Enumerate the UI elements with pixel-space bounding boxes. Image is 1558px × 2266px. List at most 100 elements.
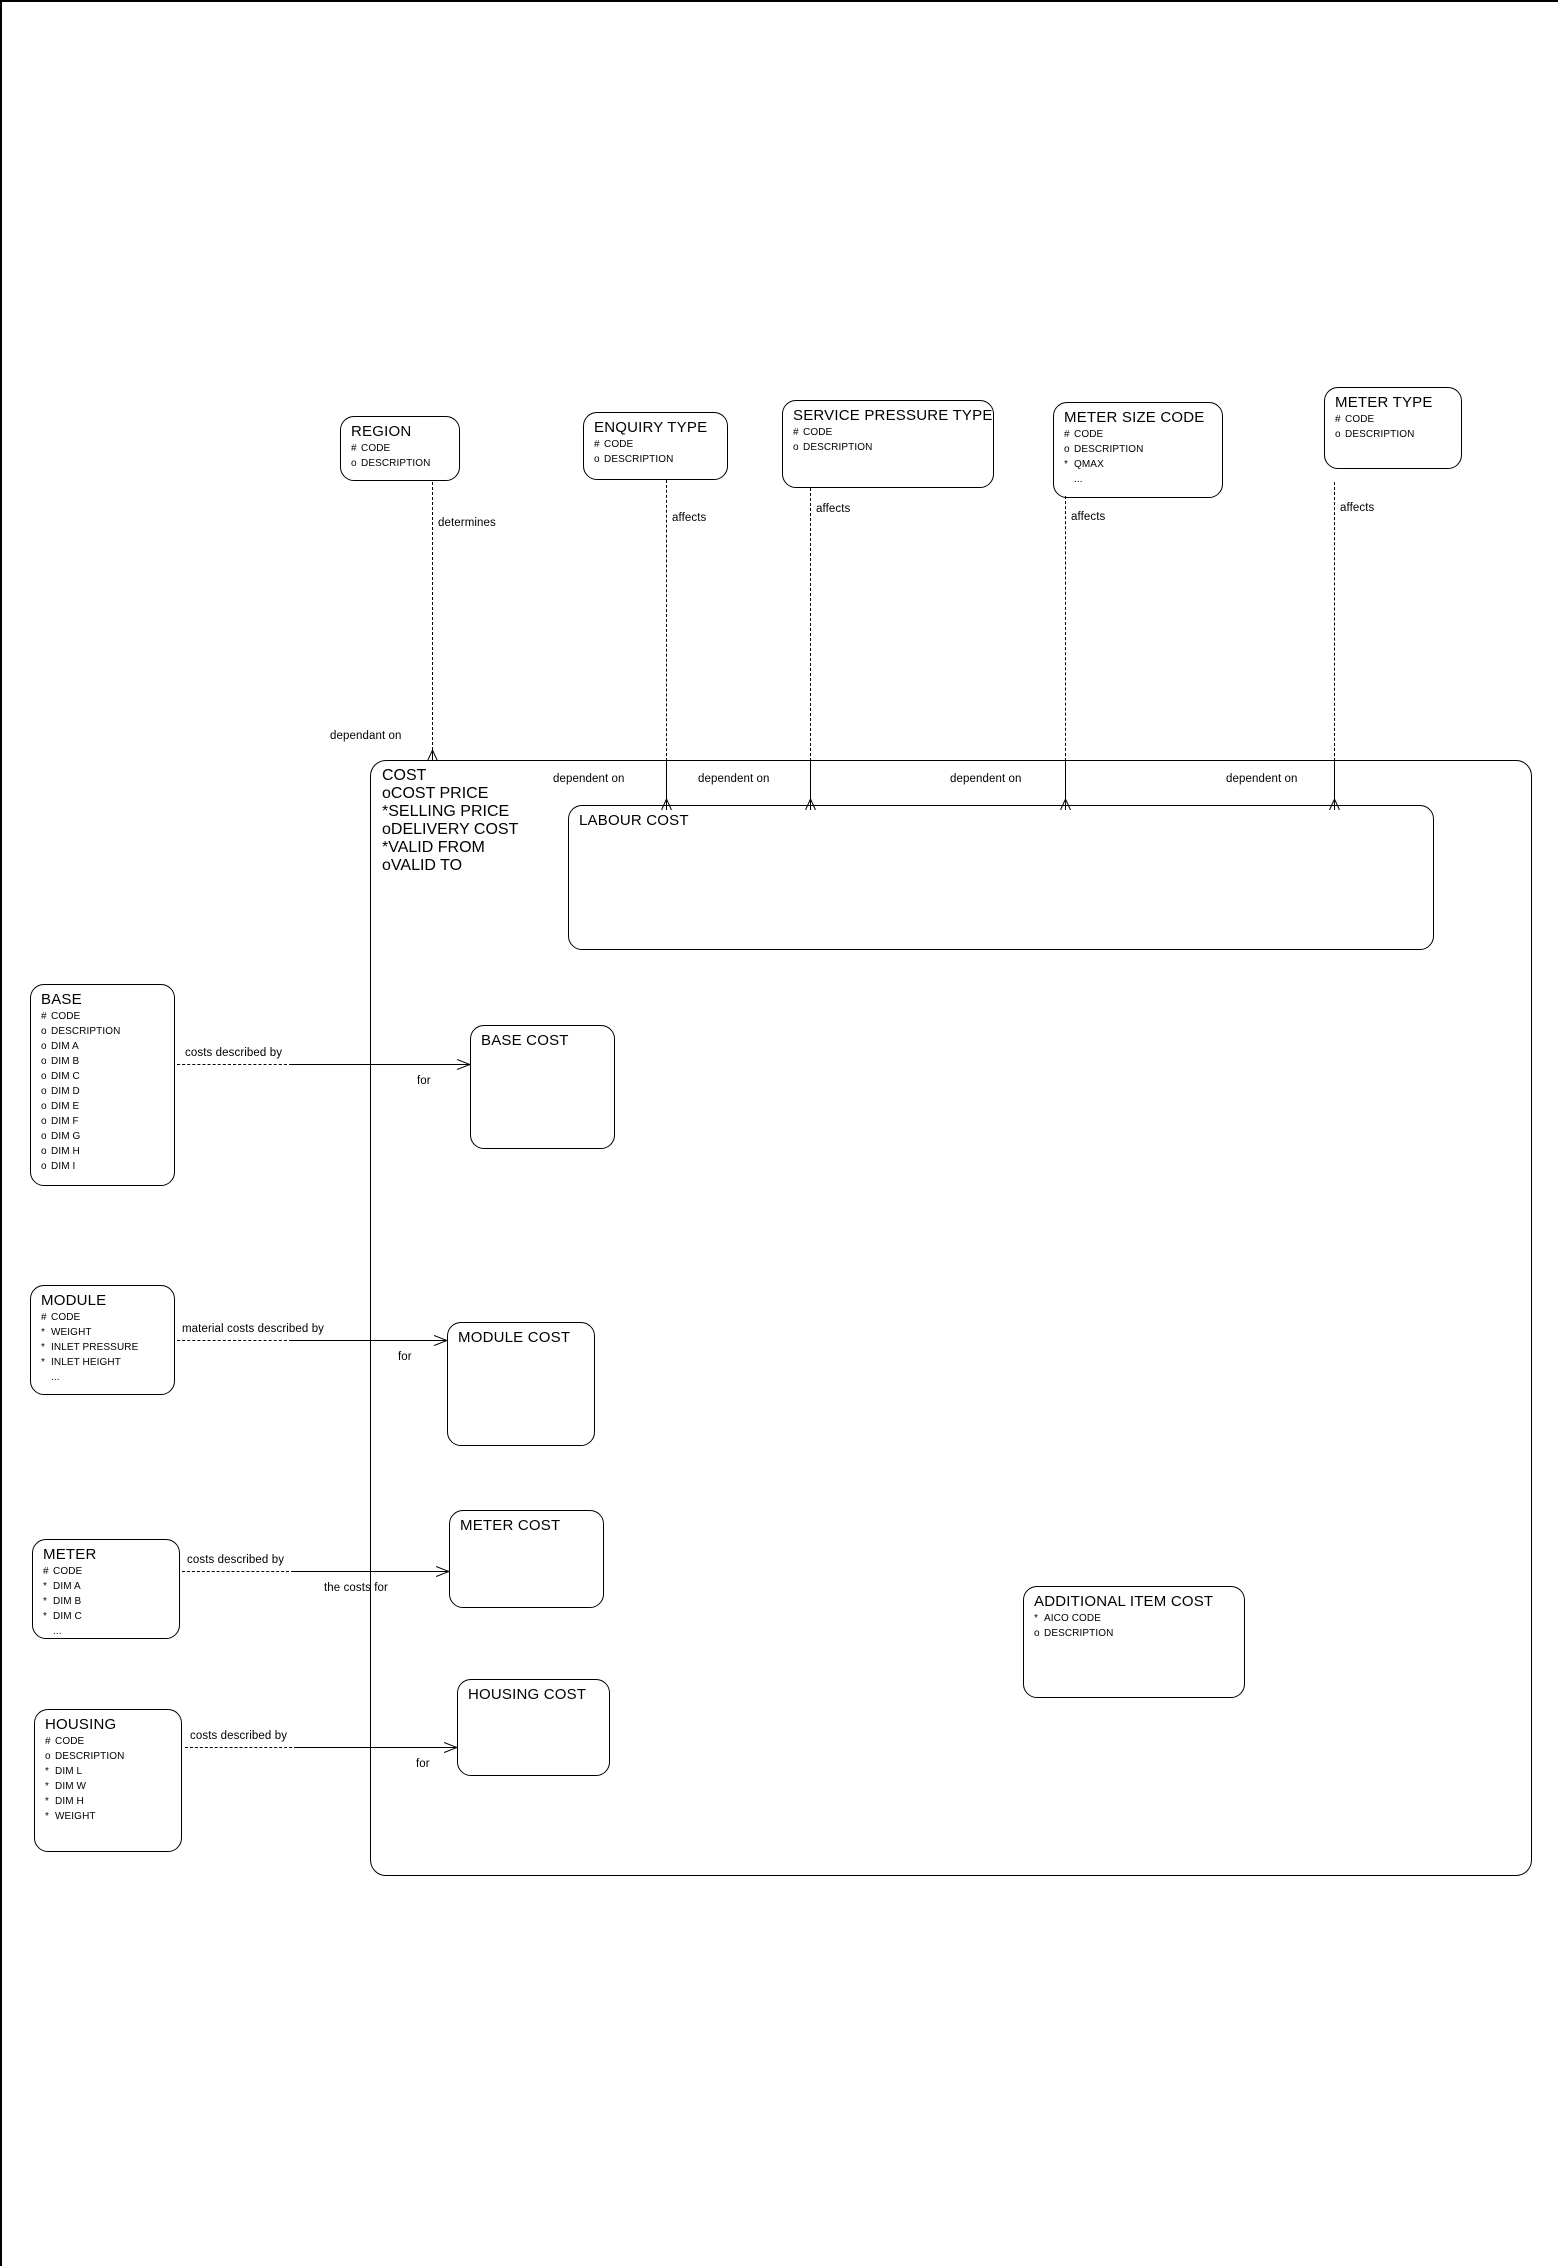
attribute-row: o DIM C	[41, 1069, 164, 1084]
attribute-row: ...	[1064, 472, 1212, 487]
attribute-mark: *	[41, 1327, 45, 1338]
connector-msc-labour-lower	[1065, 761, 1066, 806]
attribute-label: DIM W	[55, 1781, 87, 1792]
rel-label-affects-enquiry: affects	[672, 512, 707, 524]
attribute-mark: o	[41, 1071, 47, 1082]
rel-label-base-for: for	[417, 1075, 431, 1087]
attribute-label: DIM C	[51, 1071, 80, 1082]
entity-cost-container[interactable]	[370, 760, 1532, 1876]
attribute-mark: #	[41, 1312, 47, 1323]
crowsfoot-msc-labour	[1060, 799, 1071, 810]
attribute-mark: o	[41, 1101, 47, 1112]
attribute-row: # CODE	[351, 441, 449, 456]
entity-title: HOUSING COST	[468, 1686, 587, 1703]
attribute-label: CODE	[51, 1312, 81, 1323]
attribute-mark: o	[41, 1131, 47, 1142]
rel-label-affects-msc: affects	[1071, 511, 1106, 523]
attribute-label: DELIVERY COST	[390, 821, 519, 838]
entity-meter[interactable]: METER #CODE *DIM A *DIM B *DIM C ...	[32, 1539, 180, 1639]
attribute-row: *DIM A	[43, 1579, 169, 1594]
entity-base-cost[interactable]: BASE COST	[470, 1025, 615, 1149]
crowsfoot-housing-cost	[444, 1742, 457, 1753]
attribute-label: DIM E	[51, 1101, 80, 1112]
attribute-label: WEIGHT	[51, 1327, 92, 1338]
rel-label-dependent-on-msc: dependent on	[950, 773, 1022, 785]
attribute-label: INLET HEIGHT	[51, 1357, 121, 1368]
connector-base-cost-solid	[292, 1064, 470, 1065]
entity-title: MODULE COST	[458, 1329, 571, 1346]
attribute-row: *SELLING PRICE	[382, 803, 552, 821]
attribute-row: oCOST PRICE	[382, 785, 552, 803]
attribute-row: #CODE	[594, 437, 717, 452]
attribute-mark: o	[41, 1116, 47, 1127]
attribute-mark: o	[594, 454, 600, 465]
attribute-mark: *	[41, 1357, 45, 1368]
attribute-mark: #	[351, 443, 357, 454]
attribute-mark: o	[41, 1026, 47, 1037]
attribute-row: *DIM B	[43, 1594, 169, 1609]
attribute-mark: o	[1034, 1628, 1040, 1639]
attribute-label: DESCRIPTION	[1074, 444, 1144, 455]
attribute-label: DIM F	[51, 1116, 79, 1127]
attribute-mark: *	[1064, 459, 1068, 470]
rel-label-module-material-costs-described-by: material costs described by	[182, 1323, 325, 1335]
attribute-mark: *	[41, 1342, 45, 1353]
attribute-mark: #	[43, 1566, 49, 1577]
attribute-label: DIM H	[55, 1796, 84, 1807]
attribute-label: CODE	[51, 1011, 81, 1022]
attribute-row: #CODE	[1064, 427, 1212, 442]
attribute-mark: o	[382, 785, 391, 802]
attribute-label: DIM A	[51, 1041, 79, 1052]
attribute-mark: *	[45, 1766, 49, 1777]
connector-meter-cost-dashed	[182, 1571, 294, 1572]
attribute-mark: o	[41, 1041, 47, 1052]
attribute-row: *DIM L	[45, 1764, 171, 1779]
attribute-mark: o	[351, 458, 357, 469]
entity-module-cost[interactable]: MODULE COST	[447, 1322, 595, 1446]
entity-module[interactable]: MODULE #CODE *WEIGHT *INLET PRESSURE *IN…	[30, 1285, 175, 1395]
entity-labour-cost[interactable]: LABOUR COST	[568, 805, 1434, 950]
attribute-mark: *	[43, 1581, 47, 1592]
rel-label-dependent-on-spt: dependent on	[698, 773, 770, 785]
attribute-label: ...	[51, 1372, 60, 1383]
attribute-row: o DIM A	[41, 1039, 164, 1054]
attribute-mark: o	[382, 821, 391, 838]
entity-cost-labelblock: COST oCOST PRICE *SELLING PRICE oDELIVER…	[382, 767, 552, 875]
crowsfoot-meter-cost	[436, 1566, 449, 1577]
entity-housing-cost[interactable]: HOUSING COST	[457, 1679, 610, 1776]
attribute-row: #CODE	[1335, 412, 1451, 427]
attribute-row: *DIM W	[45, 1779, 171, 1794]
entity-meter-cost[interactable]: METER COST	[449, 1510, 604, 1608]
attribute-label: DIM C	[53, 1611, 82, 1622]
attribute-label: ...	[1074, 474, 1083, 485]
entity-title: METER TYPE	[1335, 394, 1433, 411]
attribute-label: CODE	[361, 443, 391, 454]
attribute-label: ...	[53, 1626, 62, 1637]
rel-label-base-costs-described-by: costs described by	[185, 1047, 283, 1059]
attribute-row: *INLET PRESSURE	[41, 1340, 164, 1355]
connector-meter-cost-solid	[294, 1571, 449, 1572]
entity-title: REGION	[351, 423, 412, 440]
rel-label-affects-metertype: affects	[1340, 502, 1375, 514]
attribute-label: CODE	[803, 427, 833, 438]
attribute-mark: o	[41, 1146, 47, 1157]
rel-label-dependent-on-metertype: dependent on	[1226, 773, 1298, 785]
connector-enquiry-labour-upper	[666, 480, 667, 761]
